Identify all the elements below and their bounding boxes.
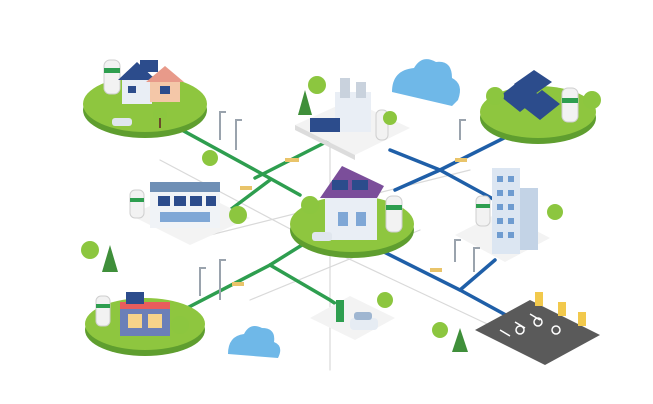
house-cluster-icon <box>83 59 207 138</box>
blue-line-tower <box>458 258 497 292</box>
shop-icon <box>85 292 205 356</box>
ev-charging-car-icon <box>310 292 395 340</box>
green-line-office <box>228 178 272 212</box>
tree-icon <box>298 90 312 115</box>
street-lamp-icon <box>199 111 480 300</box>
tree-icon <box>432 322 468 352</box>
blue-line-skyscraper <box>438 168 497 202</box>
skyscraper-icon <box>455 168 563 262</box>
bench-icon <box>232 158 467 286</box>
solar-farm-icon <box>480 70 601 144</box>
cloud-icon <box>228 326 281 358</box>
parking-lot-icon <box>475 292 600 365</box>
tree-icon <box>81 241 118 272</box>
factory-icon <box>295 76 410 160</box>
green-line-houses <box>158 116 302 197</box>
tree-icon <box>202 150 218 166</box>
central-home-icon <box>290 166 414 258</box>
cloud-icon <box>392 59 460 106</box>
blue-line-factory <box>388 148 442 172</box>
office-building-icon <box>129 182 250 245</box>
